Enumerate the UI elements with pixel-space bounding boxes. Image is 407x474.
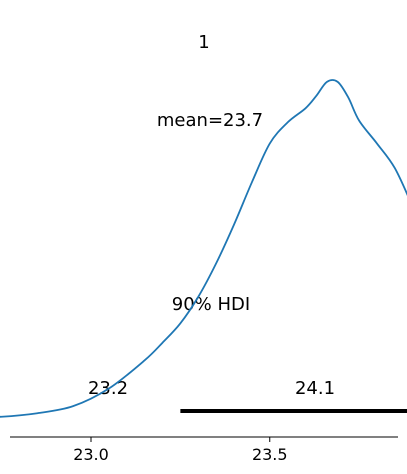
x-tick-label: 23.5 [252, 445, 288, 464]
hdi-label: 90% HDI [172, 294, 250, 315]
x-tick-label: 23.0 [73, 445, 109, 464]
hdi-high-label: 24.1 [295, 378, 335, 399]
mean-annotation: mean=23.7 [157, 110, 263, 131]
kde-line [0, 79, 407, 418]
x-axis-ticks: 23.023.524.024.5 [73, 437, 288, 464]
chart-title: 1 [198, 32, 209, 53]
